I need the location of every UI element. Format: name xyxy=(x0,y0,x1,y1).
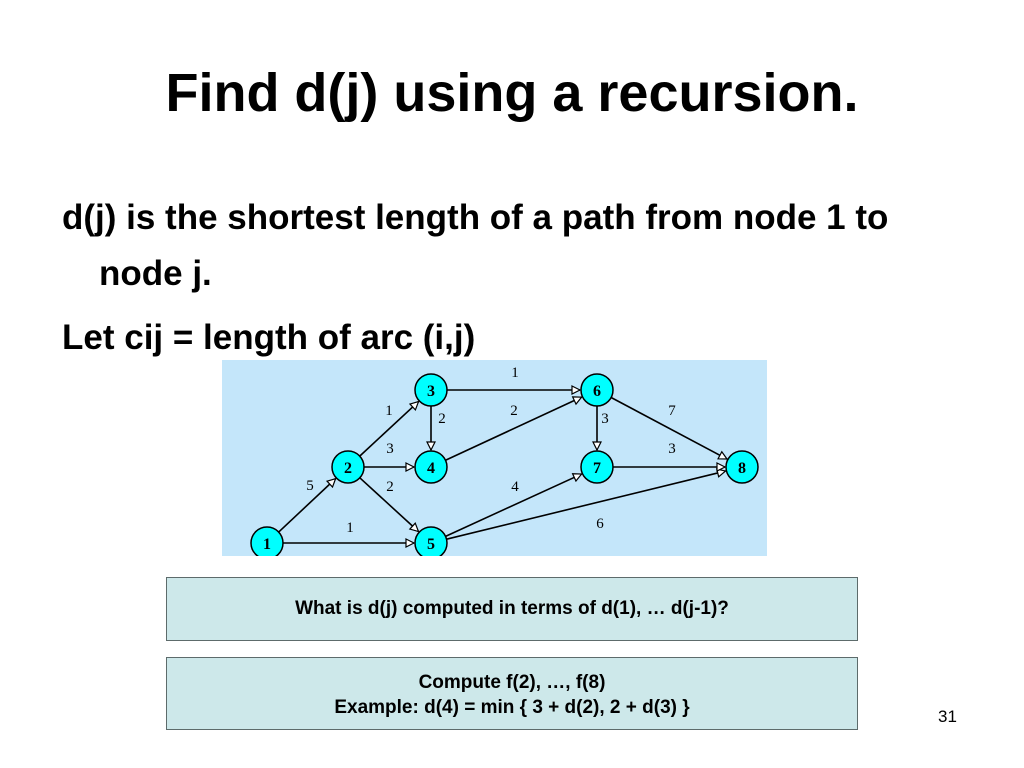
arc-length-5-7: 4 xyxy=(511,479,519,495)
arc-length-6-8: 7 xyxy=(668,403,676,419)
arc-6-8 xyxy=(610,396,727,460)
node-label-8: 8 xyxy=(738,460,746,477)
arc-length-1-2: 5 xyxy=(306,478,314,494)
arc-length-2-5: 2 xyxy=(386,479,394,495)
arc-length-3-6: 1 xyxy=(511,365,519,381)
task-callout: Compute f(2), …, f(8) Example: d(4) = mi… xyxy=(166,657,858,730)
node-label-3: 3 xyxy=(427,383,435,400)
slide-title: Find d(j) using a recursion. xyxy=(165,63,859,123)
arc-4-6 xyxy=(445,397,582,461)
arc-length-6-7: 3 xyxy=(601,411,609,427)
node-label-1: 1 xyxy=(263,536,271,553)
arc-length-4-6: 2 xyxy=(510,403,518,419)
arc-5-8 xyxy=(446,471,726,540)
node-8 xyxy=(725,450,759,484)
arc-length-1-5: 1 xyxy=(346,520,354,536)
task-line-compute: Compute f(2), …, f(8) xyxy=(418,672,606,693)
page-number: 31 xyxy=(938,707,957,726)
node-6 xyxy=(580,373,614,407)
arc-length-5-8: 6 xyxy=(596,516,604,532)
arc-2-5 xyxy=(359,477,419,532)
question-text: What is d(j) computed in terms of d(1), … xyxy=(295,598,729,619)
task-line-example: Example: d(4) = min { 3 + d(2), 2 + d(3)… xyxy=(334,697,690,718)
node-4 xyxy=(414,450,448,484)
node-3 xyxy=(414,373,448,407)
arc-1-2 xyxy=(278,479,336,533)
node-label-7: 7 xyxy=(593,460,601,477)
bullet-arc-length: Let cij = length of arc (i,j) xyxy=(62,318,476,357)
node-7 xyxy=(580,450,614,484)
node-label-4: 4 xyxy=(427,460,435,477)
node-2 xyxy=(331,450,365,484)
node-1 xyxy=(250,526,284,556)
arc-length-3-4: 2 xyxy=(438,411,446,427)
arc-2-3 xyxy=(359,402,419,457)
node-label-2: 2 xyxy=(344,460,352,477)
bullet-definition: d(j) is the shortest length of a path fr… xyxy=(62,198,889,293)
question-callout: What is d(j) computed in terms of d(1), … xyxy=(166,577,858,641)
arc-5-7 xyxy=(445,474,582,538)
arc-length-2-4: 3 xyxy=(386,441,394,457)
arc-length-7-8: 3 xyxy=(668,441,676,457)
node-label-5: 5 xyxy=(427,536,435,553)
arc-length-2-3: 1 xyxy=(385,403,393,419)
node-5 xyxy=(414,526,448,556)
node-label-6: 6 xyxy=(593,383,601,400)
